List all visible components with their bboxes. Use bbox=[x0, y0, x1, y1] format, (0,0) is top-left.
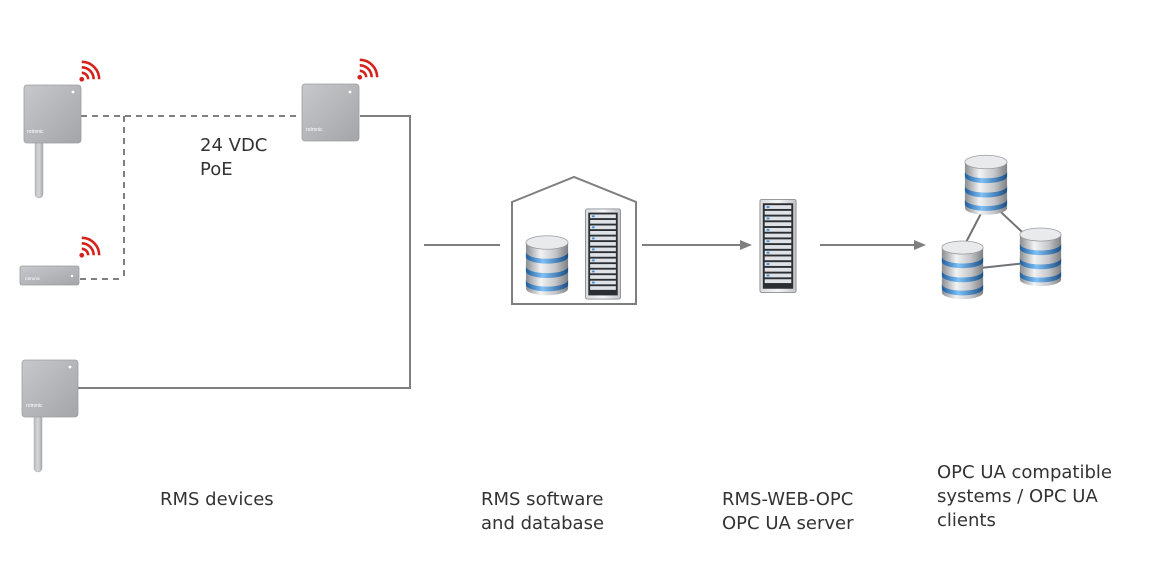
opc-clients-label-line1: OPC UA compatible bbox=[937, 462, 1112, 483]
opc-clients-label-line2: systems / OPC UA bbox=[937, 486, 1098, 507]
device-brand-label: rotronic bbox=[26, 403, 43, 409]
rms-device-small-sensor: rotronic bbox=[19, 265, 80, 286]
poe-dashed-lines bbox=[80, 115, 300, 280]
rms-software-label: RMS software and database bbox=[481, 488, 604, 536]
connection-label: 24 VDC PoE bbox=[200, 134, 267, 182]
device-brand-label: rotronic bbox=[306, 127, 323, 133]
opc-clients-label: OPC UA compatible systems / OPC UA clien… bbox=[937, 461, 1112, 533]
wifi-icon bbox=[357, 58, 379, 80]
database-icon bbox=[1019, 227, 1062, 287]
database-icon bbox=[525, 235, 569, 296]
device-brand-label: rotronic bbox=[27, 129, 44, 135]
rms-device-logger-with-probe: rotronic bbox=[23, 84, 82, 199]
arrowhead-clients bbox=[914, 240, 926, 250]
rms-devices-label-line1: RMS devices bbox=[160, 489, 274, 510]
rms-software-label-line1: RMS software bbox=[481, 489, 604, 510]
opc-server-label-line2: OPC UA server bbox=[722, 513, 854, 534]
wifi-icon bbox=[79, 236, 101, 258]
opc-server-label: RMS-WEB-OPC OPC UA server bbox=[722, 488, 854, 536]
server-rack-icon bbox=[585, 208, 621, 300]
connection-label-line2: PoE bbox=[200, 159, 233, 180]
opc-clients-icon bbox=[941, 154, 1062, 300]
rms-devices-label: RMS devices bbox=[160, 488, 274, 512]
device-to-software-line bbox=[78, 115, 411, 389]
connection-lines bbox=[78, 115, 915, 389]
connection-label-line1: 24 VDC bbox=[200, 135, 268, 156]
software-house-icon bbox=[511, 175, 637, 305]
arrowhead-server bbox=[740, 240, 752, 250]
rms-device-gateway: rotronic bbox=[301, 83, 360, 142]
wifi-icon bbox=[79, 60, 101, 82]
opc-server-label-line1: RMS-WEB-OPC bbox=[722, 489, 854, 510]
database-icon bbox=[964, 154, 1008, 216]
database-icon bbox=[941, 240, 984, 300]
rms-software-label-line2: and database bbox=[481, 513, 605, 534]
opc-server-rack-icon bbox=[759, 198, 797, 294]
device-brand-label: rotronic bbox=[25, 276, 41, 281]
rms-device-logger-with-probe: rotronic bbox=[21, 359, 79, 473]
opc-clients-label-line3: clients bbox=[937, 510, 996, 531]
